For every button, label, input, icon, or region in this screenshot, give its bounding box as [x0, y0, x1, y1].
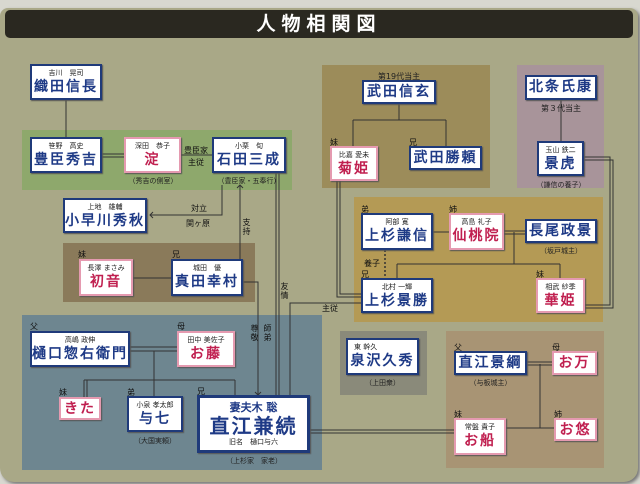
izumisawa-caption: （上田衆） — [365, 379, 400, 387]
label-sister: 妹 — [78, 250, 86, 259]
page-title: 人物相関図 — [5, 10, 633, 38]
kagetsuna-caption: （与板城主） — [469, 379, 512, 387]
person-kagetora[interactable]: 玉山 鉄二景虎 — [537, 141, 584, 176]
person-izumisawa-hisahide[interactable]: 東 幹久泉沢久秀 — [346, 338, 419, 375]
person-yodo[interactable]: 深田 恭子淀 — [124, 137, 181, 173]
label-father: 父 — [454, 343, 462, 352]
label-father: 父 — [30, 322, 38, 331]
label-teacher-student: 師弟 — [263, 324, 272, 342]
person-oda-nobunaga[interactable]: 吉川 晃司織田信長 — [30, 64, 102, 100]
person-naoe-kanetsugu[interactable]: 妻夫木 聡直江兼続旧名 樋口与六 — [197, 395, 310, 453]
label-younger-brother: 弟 — [361, 205, 369, 214]
person-osen[interactable]: 常盤 貴子お船 — [454, 418, 506, 455]
label-master-servant: 主従 — [188, 158, 204, 167]
label-mother: 母 — [177, 322, 185, 331]
ujiyasu-note: 第３代当主 — [541, 104, 581, 113]
ishida-caption: （豊臣家・五奉行） — [217, 177, 281, 185]
label-brother: 兄 — [197, 387, 205, 396]
person-sanada-yukimura[interactable]: 城田 優真田幸村 — [171, 259, 243, 296]
yodo-caption: （秀吉の側室） — [128, 177, 178, 185]
label-master-servant-2: 主従 — [322, 304, 338, 313]
person-toyotomi-hideyoshi[interactable]: 笹野 高史豊臣秀吉 — [30, 137, 102, 173]
person-takeda-katsuyori[interactable]: 武田勝頼 — [409, 146, 482, 170]
label-toyotomi-house: 豊臣家 — [184, 146, 208, 155]
person-uesugi-kenshin[interactable]: 阿部 寛上杉謙信 — [361, 213, 433, 250]
person-naoe-kagetsuna[interactable]: 直江景綱 — [454, 351, 527, 375]
person-kikuhime[interactable]: 比嘉 愛未菊姫 — [330, 146, 378, 181]
person-uesugi-kagekatsu[interactable]: 北村 一輝上杉景勝 — [361, 278, 433, 313]
nagao-caption: （坂戸城主） — [540, 247, 582, 255]
label-sekigahara: 関ヶ原 — [186, 219, 210, 228]
label-sister: 妹 — [536, 270, 544, 279]
label-brother: 兄 — [172, 250, 180, 259]
person-takeda-shingen[interactable]: 武田信玄 — [362, 80, 436, 104]
label-brother: 兄 — [361, 270, 369, 279]
person-ofuji[interactable]: 田中 美佐子お藤 — [177, 331, 235, 367]
yoshichi-caption: （大国実頼） — [134, 437, 176, 445]
label-sister: 妹 — [454, 410, 462, 419]
label-brother: 兄 — [409, 138, 417, 147]
label-respect: 尊敬 — [250, 324, 259, 342]
person-kita[interactable]: きた — [59, 397, 101, 420]
kagetora-caption: （謙信の養子） — [536, 181, 586, 189]
label-younger-brother: 弟 — [127, 388, 135, 397]
shingen-note: 第19代当主 — [377, 72, 421, 81]
label-sister: 妹 — [59, 388, 67, 397]
person-kobayakawa-hideaki[interactable]: 上地 雄輔小早川秀秋 — [63, 198, 147, 233]
label-conflict: 対立 — [191, 204, 207, 213]
person-hatsune[interactable]: 長澤 まさみ初音 — [79, 259, 133, 296]
label-adopted-son: 養子 — [364, 259, 380, 268]
label-friendship: 友情 — [280, 282, 289, 300]
person-oman[interactable]: お万 — [552, 351, 597, 375]
person-nagao-masakage[interactable]: 長尾政景 — [525, 219, 597, 243]
naoe-caption: （上杉家 家老） — [226, 457, 282, 465]
person-yoshichi[interactable]: 小泉 孝太郎与七 — [127, 396, 183, 432]
person-oyu[interactable]: お悠 — [554, 418, 597, 441]
label-elder-sister: 姉 — [554, 410, 562, 419]
label-sister: 妹 — [330, 138, 338, 147]
label-mother: 母 — [552, 343, 560, 352]
label-support: 支持 — [242, 218, 251, 236]
person-hojo-ujiyasu[interactable]: 北条氏康 — [525, 75, 597, 100]
person-higuchi-soemon[interactable]: 高嶋 政伸樋口惣右衛門 — [30, 331, 130, 367]
label-elder-sister: 姉 — [449, 205, 457, 214]
person-ishida-mitsunari[interactable]: 小栗 旬石田三成 — [212, 137, 286, 173]
person-sentoin[interactable]: 高島 礼子仙桃院 — [449, 213, 504, 250]
person-hanahime[interactable]: 相武 紗季華姫 — [536, 278, 585, 313]
